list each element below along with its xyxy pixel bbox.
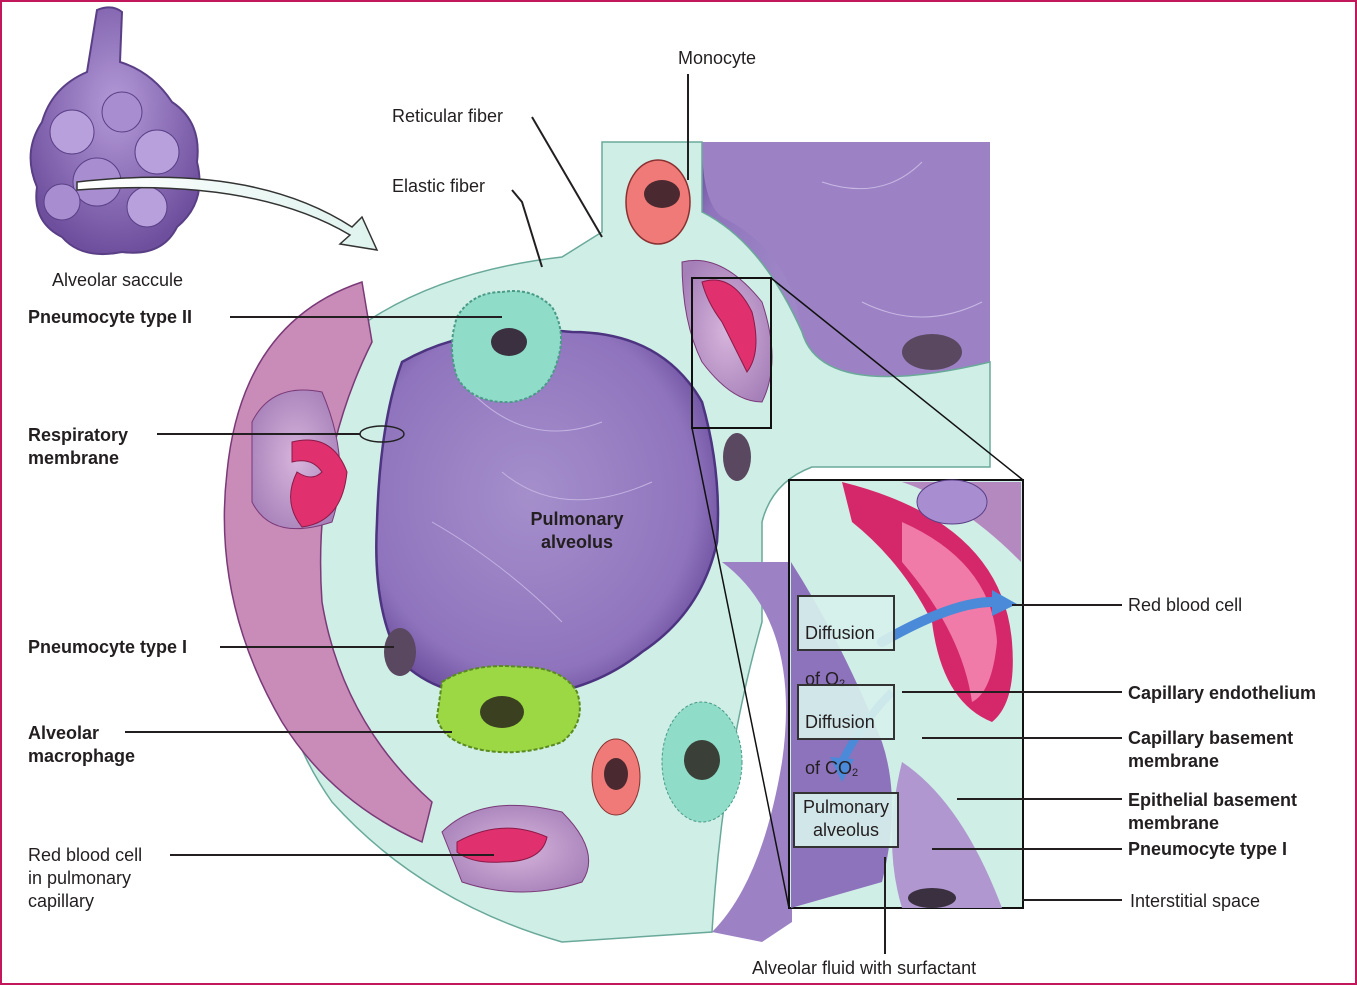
box-pulmonary-alveolus-inset: Pulmonary alveolus (793, 792, 899, 848)
box-diffusion-o2: Diffusion of O2 (797, 595, 895, 690)
label-alveolar-macrophage: Alveolar macrophage (28, 723, 136, 766)
box-diffusion-co2: Diffusion of CO2 (797, 684, 895, 779)
pneumocyte-type-1-cell (384, 628, 416, 676)
zoom-box (691, 277, 772, 429)
label-respiratory-membrane: Respiratory membrane (28, 425, 129, 468)
label-red-blood-cell: Red blood cell (1128, 595, 1243, 615)
label-pneumocyte-type-2: Pneumocyte type II (28, 307, 193, 327)
label-epithelial-basement-membrane: Epithelial basement membrane (1128, 790, 1298, 833)
diffusion-co2-line2: of CO (805, 758, 853, 778)
lower-pneumocyte-2-cell (661, 701, 743, 823)
zoom-arrow (76, 176, 379, 251)
alveolar-saccule (29, 6, 201, 256)
label-alveolar-saccule: Alveolar saccule (52, 270, 184, 290)
upper-right-nucleus (902, 334, 962, 370)
lower-rbc (456, 827, 548, 863)
label-elastic-fiber: Elastic fiber (392, 176, 486, 196)
label-alveolar-fluid: Alveolar fluid with surfactant (752, 958, 977, 978)
diffusion-co2-sub: 2 (852, 767, 859, 779)
label-monocyte: Monocyte (678, 48, 757, 68)
alveolar-macrophage-cell (435, 665, 581, 754)
pulmonary-alveolus (375, 328, 720, 699)
label-capillary-endothelium: Capillary endothelium (1128, 683, 1317, 703)
monocyte-cell (625, 159, 691, 245)
label-pneumocyte-type-1-right: Pneumocyte type I (1128, 839, 1288, 859)
label-reticular-fiber: Reticular fiber (392, 106, 504, 126)
pneumocyte-type-2-cell (451, 290, 562, 404)
label-rbc-capillary: Red blood cell in pulmonary capillary (28, 845, 143, 911)
label-pneumocyte-type-1-left: Pneumocyte type I (28, 637, 188, 657)
left-rbc (290, 439, 348, 528)
lower-right-alveolus (712, 562, 792, 942)
upper-rbc (701, 279, 757, 373)
diffusion-o2-line1: Diffusion (805, 623, 875, 643)
leader-lines (125, 74, 1122, 954)
mid-nucleus (723, 433, 751, 481)
lower-monocyte-cell (591, 738, 641, 816)
diffusion-co2-line1: Diffusion (805, 712, 875, 732)
label-capillary-basement-membrane: Capillary basement membrane (1128, 728, 1294, 771)
label-interstitial-space: Interstitial space (1130, 891, 1261, 911)
label-pulmonary-alveolus: Pulmonary alveolus (530, 509, 624, 552)
